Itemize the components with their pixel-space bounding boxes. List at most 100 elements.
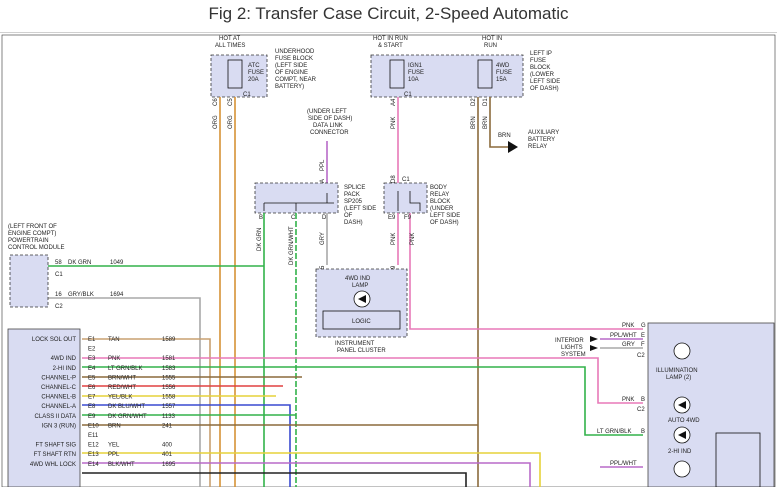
tcm-pin-5: E6 bbox=[88, 385, 96, 391]
label-brn-aux: BRN bbox=[498, 133, 511, 139]
tcm-func-5: CHANNEL-C bbox=[41, 385, 77, 391]
wire-blk-wht bbox=[82, 472, 467, 487]
aux-l0: AUXILIARY bbox=[528, 130, 559, 136]
pin-e9: E9 bbox=[388, 215, 396, 221]
cluster-l1: PANEL CLUSTER bbox=[337, 348, 386, 354]
rm-pin-2: F bbox=[641, 342, 645, 348]
pcm-c1: C1 bbox=[55, 272, 63, 278]
tcm-pin-8: E9 bbox=[88, 414, 96, 420]
pin-f9: F9 bbox=[404, 215, 412, 221]
rm-pin-3: B bbox=[641, 397, 645, 403]
tcm-pin-2: E3 bbox=[88, 356, 96, 362]
wire-brn-2 bbox=[489, 97, 508, 148]
pcm-l2: POWERTRAIN bbox=[8, 238, 49, 244]
interior-arrow-icon bbox=[590, 336, 598, 351]
tcm-pin-6: E7 bbox=[88, 395, 96, 401]
tcm-pin-13: E14 bbox=[88, 462, 99, 468]
rm-row-2: GRY F bbox=[622, 342, 645, 348]
tcm-func-4: CHANNEL-P bbox=[41, 375, 76, 381]
hot-in-run-l1: RUN bbox=[484, 43, 497, 49]
dlc-l1: SIDE OF DASH) bbox=[308, 116, 352, 122]
tcm-pin-11: E12 bbox=[88, 443, 99, 449]
wire-dk-blu-wht bbox=[82, 404, 291, 487]
hot-in-run-start-l0: HOT IN RUN bbox=[373, 36, 408, 42]
auto-4wd-label: AUTO 4WD bbox=[668, 418, 700, 424]
fuse-ign1-l0: IGN1 bbox=[408, 63, 423, 69]
left-ip-l2: BLOCK bbox=[530, 65, 550, 71]
pcm-num-1049: 1049 bbox=[110, 260, 124, 266]
label-org-2: ORG bbox=[228, 115, 234, 129]
auto-4wd-diode-icon bbox=[678, 401, 686, 409]
pin-d1: D1 bbox=[483, 98, 489, 106]
label-pnk-cluster: PNK bbox=[391, 233, 397, 245]
label-ppl: PPL bbox=[320, 159, 326, 171]
tcm-num-9: 241 bbox=[162, 423, 173, 429]
tcm-pin-10: E11 bbox=[88, 433, 99, 439]
tcm-wire-5: RED/WHT bbox=[108, 385, 136, 391]
fuse-atc-l1: FUSE bbox=[248, 70, 264, 76]
underhood-l3: OF ENGINE bbox=[275, 70, 308, 76]
rm-wire-0: PNK bbox=[622, 323, 634, 329]
tcm-wire-2: PNK bbox=[108, 356, 120, 362]
pcm-pin-58: 58 bbox=[55, 260, 62, 266]
body-relay-bus bbox=[397, 191, 421, 211]
underhood-l1: FUSE BLOCK bbox=[275, 56, 313, 62]
label-pnk-ign1: PNK bbox=[391, 117, 397, 129]
page-title: Fig 2: Transfer Case Circuit, 2-Speed Au… bbox=[208, 4, 569, 23]
interior-l1: LIGHTS bbox=[561, 345, 583, 351]
body-l3: (UNDER bbox=[430, 206, 454, 212]
splice-pack bbox=[254, 182, 339, 214]
tcm-num-12: 401 bbox=[162, 452, 173, 458]
fuse-ign1-l2: 10A bbox=[408, 77, 419, 83]
underhood-fuse-block: ATC FUSE 20A bbox=[210, 54, 268, 98]
wire-tan bbox=[82, 338, 211, 487]
splice-l1: PACK bbox=[344, 192, 360, 198]
tcm-num-6: 1558 bbox=[162, 395, 176, 401]
rm-pin-1: E bbox=[641, 333, 645, 339]
tcm-wire-13: BLK/WHT bbox=[108, 462, 135, 468]
tcm-wire-12: PPL bbox=[108, 452, 120, 458]
splice-l3: (LEFT SIDE bbox=[344, 206, 376, 212]
splice-l0: SPLICE bbox=[344, 185, 365, 191]
body-l1: RELAY bbox=[430, 192, 449, 198]
tcm-num-4: 1555 bbox=[162, 375, 176, 381]
pin-d8: D8 bbox=[391, 175, 397, 183]
tcm-pin-12: E13 bbox=[88, 452, 99, 458]
wire-pnk-4wd bbox=[82, 357, 643, 404]
body-l2: BLOCK bbox=[430, 199, 450, 205]
dlc-l3: CONNECTOR bbox=[310, 130, 349, 136]
interior-l0: INTERIOR bbox=[555, 338, 584, 344]
rm-row-0: PNK G bbox=[622, 323, 646, 329]
logic-box bbox=[322, 310, 401, 330]
c1-underhood: C1 bbox=[243, 92, 251, 98]
aux-relay-arrow bbox=[508, 141, 518, 153]
pin-d: D bbox=[322, 215, 327, 221]
rm-wire-5: PPL/WHT bbox=[610, 461, 637, 467]
left-ip-l4: LEFT SIDE bbox=[530, 79, 560, 85]
tcm-wire-11: YEL bbox=[108, 443, 120, 449]
c1-ip: C1 bbox=[404, 92, 412, 98]
fuse-ign1-l1: FUSE bbox=[408, 70, 424, 76]
tcm-wire-3: LT GRN/BLK bbox=[108, 366, 142, 372]
tcm-wire-6: YEL/BLK bbox=[108, 395, 132, 401]
left-ip-fuse-block-box bbox=[370, 54, 524, 98]
underhood-l4: COMPT, NEAR bbox=[275, 77, 317, 83]
rm-row-4: LT GRN/BLK B bbox=[597, 429, 645, 435]
fuse-atc-l2: 20A bbox=[248, 77, 259, 83]
tcm-num-2: 1581 bbox=[162, 356, 176, 362]
ind-lamp-l0: 4WD IND bbox=[345, 276, 371, 282]
tcm-num-7: 1557 bbox=[162, 404, 176, 410]
pcm-l3: CONTROL MODULE bbox=[8, 245, 64, 251]
left-ip-fuse-block: IGN1 FUSE 10A 4WD FUSE 15A bbox=[370, 54, 524, 98]
rm-wire-4: LT GRN/BLK bbox=[597, 429, 631, 435]
underhood-l2: (LEFT SIDE bbox=[275, 63, 307, 69]
interior-l2: SYSTEM bbox=[561, 352, 586, 358]
tcm-num-0: 1589 bbox=[162, 337, 176, 343]
tcm-num-3: 1583 bbox=[162, 366, 176, 372]
aux-l1: BATTERY bbox=[528, 137, 555, 143]
tcm-pin-4: E5 bbox=[88, 375, 96, 381]
ind-lamp-l1: LAMP bbox=[352, 283, 368, 289]
tcm-pin-7: E8 bbox=[88, 404, 96, 410]
pin-a: A bbox=[320, 179, 326, 183]
